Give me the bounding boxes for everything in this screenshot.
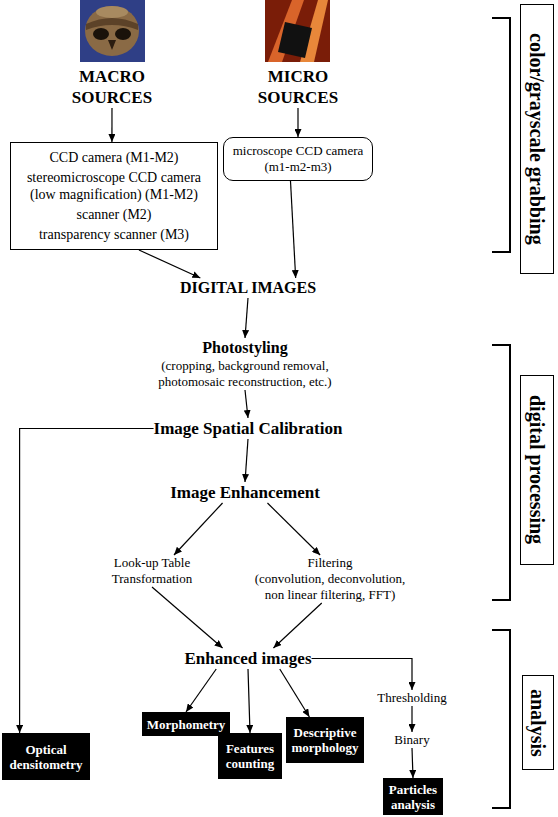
analysis-box: Optical densitometry [2,733,90,780]
process-step: Binary [394,732,429,748]
source-label: MICRO SOURCES [252,66,344,108]
method-label: Filtering(convolution, deconvolution, no… [248,555,413,603]
flow-arrow [248,669,250,733]
process-step: Image Enhancement [170,482,320,503]
node-title: Morphometry [144,717,228,732]
stage-label: Enhanced images [184,648,311,669]
node-title: analysis [526,689,550,757]
flow-arrow [291,181,296,278]
eye-socket [93,28,109,40]
node-title: Image Spatial Calibration [154,418,343,439]
node-title: Image Enhancement [170,482,320,503]
photo-background [80,0,145,62]
node-title: Particles analysis [385,782,441,812]
nasal-cavity [108,40,116,50]
section-bracket [492,630,510,808]
analysis-box: Descriptive morphology [286,717,364,763]
flow-arrow [267,503,320,555]
device-box: microscope CCD camera (m1-m2-m3) [223,137,373,181]
node-title: Look-up Table Transformation [97,555,207,587]
node-title: CCD camera (M1-M2) [17,149,211,166]
process-step: Thresholding [377,690,446,706]
process-step: Image Spatial Calibration [154,418,343,439]
node-title: digital processing [525,395,549,544]
flow-arrow [245,390,248,418]
micro-photo [265,0,330,62]
node-text: stereomicroscope CCD camera (low magnifi… [17,169,211,203]
node-title: Descriptive morphology [288,725,362,755]
node-title: Thresholding [377,690,446,706]
node-title: color/grayscale grabbing [525,33,549,245]
photo-background [265,0,330,62]
skull-highlight [96,6,128,18]
analysis-box: Morphometry [142,712,230,736]
flow-arrow [412,748,413,778]
section-bracket [492,345,510,600]
node-title: Enhanced images [184,648,311,669]
node-text: (cropping, background removal, photomosa… [145,358,345,390]
method-label: Look-up Table Transformation [97,555,207,587]
section-label: analysis [522,675,554,770]
section-bracket [492,18,510,252]
analysis-box: Particles analysis [383,778,443,815]
process-step: Photostyling(cropping, background remova… [145,338,345,390]
section-label: digital processing [520,375,554,565]
node-title: DIGITAL IMAGES [180,278,316,298]
bracket-group [492,18,510,808]
flow-arrow [245,439,248,482]
node-title: Features counting [220,741,280,771]
flow-arrow [20,429,154,734]
section-label: color/grayscale grabbing [520,4,554,274]
node-title: Photostyling [145,338,345,358]
flow-arrow [280,669,310,717]
flow-arrow [139,250,200,278]
flow-arrow [111,108,112,142]
flow-arrow [174,503,223,555]
flow-arrow [186,669,216,712]
flow-arrow [245,298,248,338]
node-text: transparency scanner (M3) [17,226,211,243]
dark-inclusion [278,22,312,58]
node-title: MACRO SOURCES [66,66,158,108]
node-text: scanner (M2) [17,206,211,223]
node-title: MICRO SOURCES [252,66,344,108]
flow-arrow [411,706,412,732]
node-title: Filtering [248,555,413,571]
flow-arrow [312,659,412,691]
analysis-box: Features counting [218,733,282,779]
node-text: (convolution, deconvolution, non linear … [248,571,413,603]
node-title: Binary [394,732,429,748]
source-label: MACRO SOURCES [66,66,158,108]
device-box: CCD camera (M1-M2) stereomicroscope CCD c… [10,142,218,250]
brow-ridge [86,18,138,30]
skull-photo [80,0,145,62]
node-title: Optical densitometry [4,742,88,772]
flow-arrow [297,108,298,137]
flow-arrow [152,587,223,648]
eye-socket [115,28,131,40]
skull-shape [85,6,139,56]
stage-label: DIGITAL IMAGES [180,278,316,298]
flow-arrow [273,603,321,648]
node-title: microscope CCD camera (m1-m2-m3) [229,143,367,175]
